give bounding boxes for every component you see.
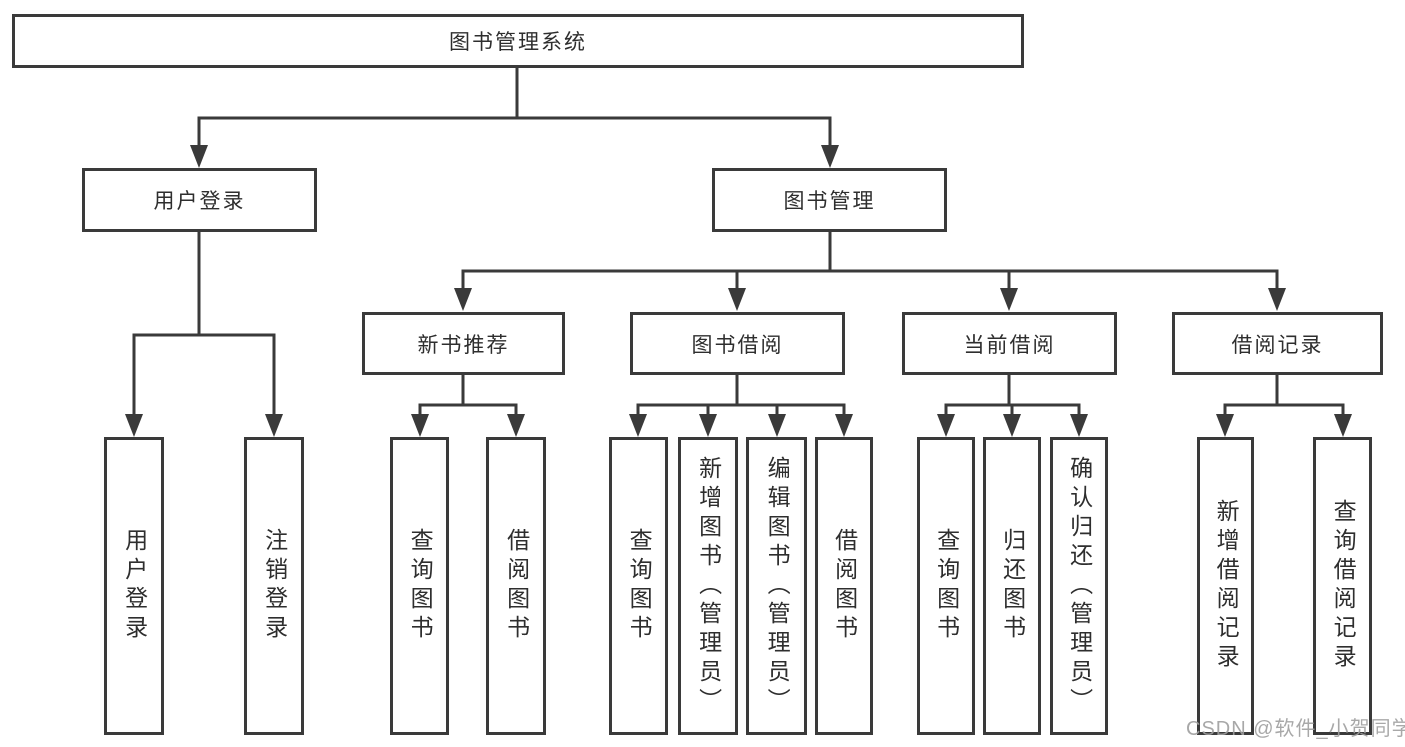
- node-borrow-borrow-books: 借阅图书: [815, 437, 873, 735]
- node-library-management-system: 图书管理系统: [12, 14, 1024, 68]
- node-label: 图书借阅: [691, 333, 784, 357]
- node-book-borrow: 图书借阅: [630, 312, 845, 375]
- node-borrow-record: 借阅记录: [1172, 312, 1383, 375]
- node-confirm-return-admin: 确认归还（管理员）: [1050, 437, 1108, 735]
- node-label: 编辑图书（管理员）: [764, 455, 791, 717]
- node-label: 查询图书: [933, 528, 960, 644]
- node-current-query-books: 查询图书: [917, 437, 975, 735]
- node-label: 查询图书: [407, 528, 434, 644]
- node-label: 注销登录: [261, 528, 288, 644]
- node-label: 图书管理系统: [449, 31, 587, 54]
- node-recommend-borrow-books: 借阅图书: [486, 437, 546, 735]
- node-user-login-leaf: 用户登录: [104, 437, 164, 735]
- node-return-books: 归还图书: [983, 437, 1041, 735]
- connector-book-management-children: [454, 230, 1286, 311]
- node-label: 图书管理: [783, 190, 876, 213]
- node-label: 借阅图书: [831, 528, 858, 644]
- node-label: 新增图书（管理员）: [695, 455, 722, 717]
- node-label: 新书推荐: [417, 333, 510, 357]
- node-add-books-admin: 新增图书（管理员）: [678, 437, 738, 735]
- node-borrow-query-books: 查询图书: [609, 437, 668, 735]
- node-label: 借阅图书: [503, 528, 530, 644]
- node-current-borrow: 当前借阅: [902, 312, 1117, 375]
- node-new-book-recommend: 新书推荐: [362, 312, 565, 375]
- node-label: 当前借阅: [963, 333, 1056, 357]
- connector-root-to-level2: [190, 66, 839, 168]
- node-edit-books-admin: 编辑图书（管理员）: [746, 437, 807, 735]
- node-user-login: 用户登录: [82, 168, 317, 232]
- connector-book-borrow-children: [629, 373, 853, 437]
- csdn-watermark: CSDN @软件_小贺同学: [1186, 718, 1405, 740]
- node-label: 新增借阅记录: [1213, 499, 1240, 673]
- node-add-borrow-record: 新增借阅记录: [1197, 437, 1254, 735]
- node-label: 查询图书: [626, 528, 653, 644]
- node-label: 查询借阅记录: [1330, 499, 1357, 673]
- node-query-borrow-record: 查询借阅记录: [1313, 437, 1372, 735]
- connector-user-login-children: [125, 230, 283, 437]
- node-label: 用户登录: [121, 528, 148, 644]
- connector-borrow-record-children: [1216, 373, 1352, 437]
- node-label: 借阅记录: [1231, 333, 1324, 357]
- node-logout-login: 注销登录: [244, 437, 304, 735]
- node-label: 用户登录: [153, 190, 246, 213]
- connector-new-book-recommend-children: [411, 373, 525, 437]
- connector-current-borrow-children: [937, 373, 1088, 437]
- node-label: 归还图书: [999, 528, 1026, 644]
- node-book-management: 图书管理: [712, 168, 947, 232]
- node-label: 确认归还（管理员）: [1066, 455, 1093, 717]
- node-recommend-query-books: 查询图书: [390, 437, 449, 735]
